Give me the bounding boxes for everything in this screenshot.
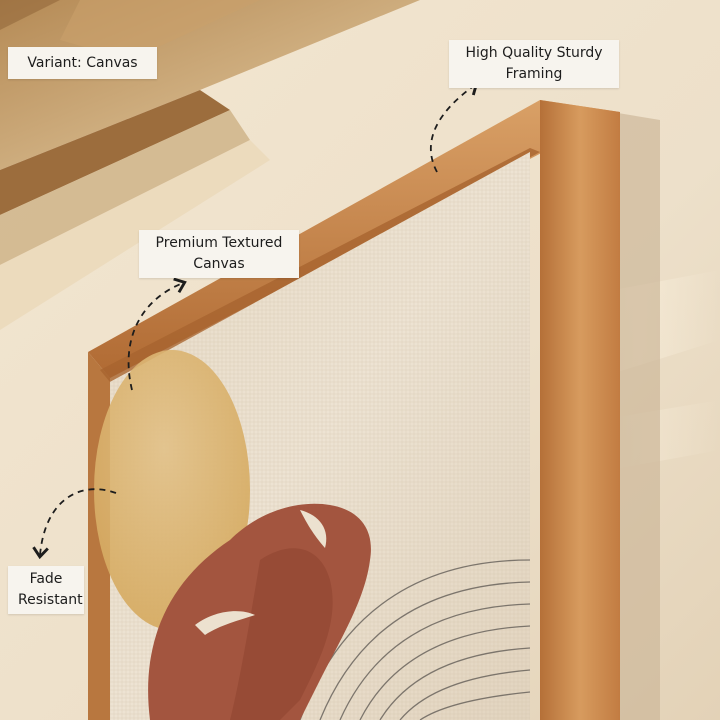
framing-text-line1: High Quality Sturdy xyxy=(465,45,603,61)
canvas-text-line2: Canvas xyxy=(193,256,245,272)
canvas-label: Premium Textured Canvas xyxy=(139,230,299,278)
arrow-fade xyxy=(32,488,117,560)
framing-label: High Quality Sturdy Framing xyxy=(449,40,619,88)
fade-label: Fade Resistant xyxy=(8,566,84,614)
fade-text-line1: Fade xyxy=(29,571,63,587)
framing-text-line2: Framing xyxy=(505,66,563,82)
variant-label: Variant: Canvas xyxy=(8,47,157,79)
arrow-framing xyxy=(430,81,479,173)
fade-text-line2: Resistant xyxy=(18,592,83,608)
frame-right-side xyxy=(540,100,620,720)
terracotta-figure xyxy=(148,503,371,720)
canvas-text-line1: Premium Textured xyxy=(155,235,283,251)
variant-text: Variant: Canvas xyxy=(27,55,138,71)
ceiling-beams xyxy=(0,0,420,330)
arrow-canvas xyxy=(127,277,187,391)
